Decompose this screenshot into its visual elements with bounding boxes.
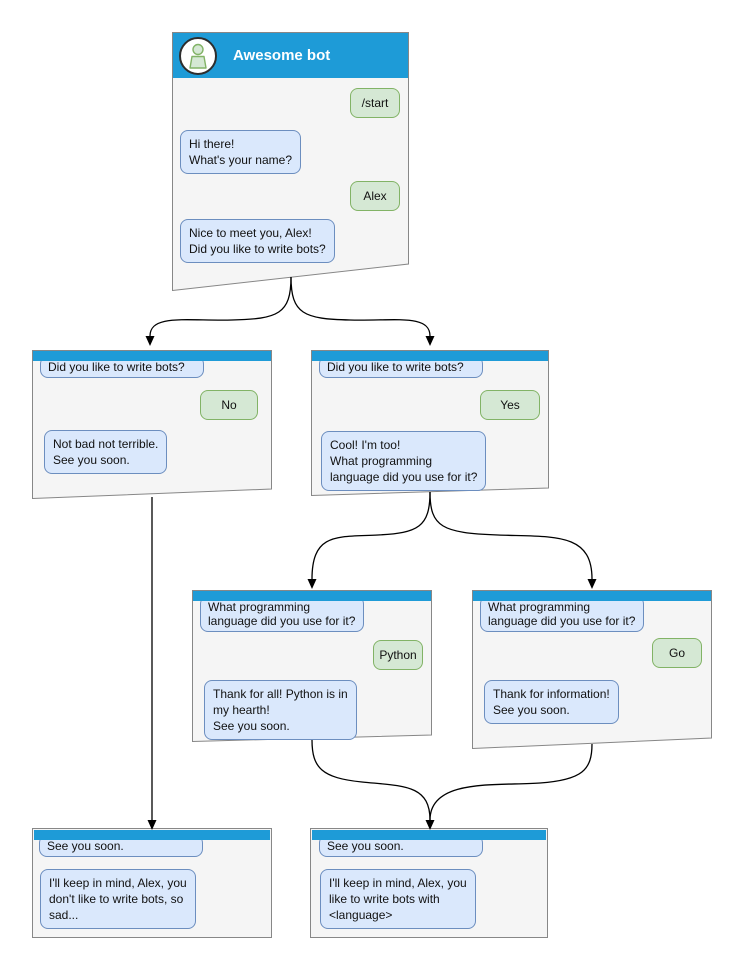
answer-python-bubble: Python xyxy=(373,640,423,670)
arrowhead-no xyxy=(145,336,155,346)
chat-node-branch-yes[interactable]: Did you like to write bots? Yes Cool! I'… xyxy=(311,350,549,496)
edge-go-to-end xyxy=(429,743,593,821)
chat-node-end-yes[interactable]: See you soon. I'll keep in mind, Alex, y… xyxy=(310,828,548,938)
arrowhead-yes xyxy=(425,336,435,346)
context-bubble: Did you like to write bots? xyxy=(40,356,204,378)
root-titlebar: Awesome bot xyxy=(173,33,408,78)
reply-bubble: Cool! I'm too! What programming language… xyxy=(321,431,487,491)
chat-node-branch-no[interactable]: Did you like to write bots? No Not bad n… xyxy=(32,350,272,499)
answer-yes-bubble: Yes xyxy=(480,390,540,420)
arrowhead-go xyxy=(587,579,597,589)
reply-bubble: I'll keep in mind, Alex, you don't like … xyxy=(40,869,196,929)
reply-bubble: Not bad not terrible. See you soon. xyxy=(44,430,168,474)
context-bubble: What programming language did you use fo… xyxy=(200,596,364,632)
context-bubble: What programming language did you use fo… xyxy=(480,596,644,632)
reply-bubble: I'll keep in mind, Alex, you like to wri… xyxy=(320,869,476,929)
branch-no-titlebar xyxy=(33,351,271,361)
edge-yes-to-python xyxy=(311,491,431,580)
edge-yes-to-go xyxy=(429,491,593,580)
arrowhead-python xyxy=(307,579,317,589)
reply-bubble: Thank for information! See you soon. xyxy=(484,680,619,724)
chat-node-branch-python[interactable]: What programming language did you use fo… xyxy=(192,590,432,742)
message-name-answer: Alex xyxy=(350,181,400,211)
message-greeting: Hi there! What's your name? xyxy=(180,130,302,174)
message-start-command: /start xyxy=(350,88,400,118)
chat-node-end-no[interactable]: See you soon. I'll keep in mind, Alex, y… xyxy=(32,828,272,938)
answer-go-bubble: Go xyxy=(652,638,702,668)
person-icon xyxy=(189,43,207,69)
message-ask-write-bots: Nice to meet you, Alex! Did you like to … xyxy=(180,219,335,263)
branch-go-titlebar xyxy=(473,591,711,601)
context-bubble: See you soon. xyxy=(39,835,203,857)
end-no-titlebar xyxy=(34,830,270,840)
end-yes-titlebar xyxy=(312,830,546,840)
bot-title: Awesome bot xyxy=(233,47,331,64)
edge-python-to-end xyxy=(311,739,431,821)
reply-bubble: Thank for all! Python is in my hearth! S… xyxy=(204,680,357,740)
answer-no-bubble: No xyxy=(200,390,258,420)
avatar xyxy=(179,36,217,75)
branch-yes-titlebar xyxy=(312,351,548,361)
branch-python-titlebar xyxy=(193,591,431,601)
chat-node-root[interactable]: Awesome bot /start Hi there! What's your… xyxy=(172,32,409,291)
chat-node-branch-go[interactable]: What programming language did you use fo… xyxy=(472,590,712,749)
